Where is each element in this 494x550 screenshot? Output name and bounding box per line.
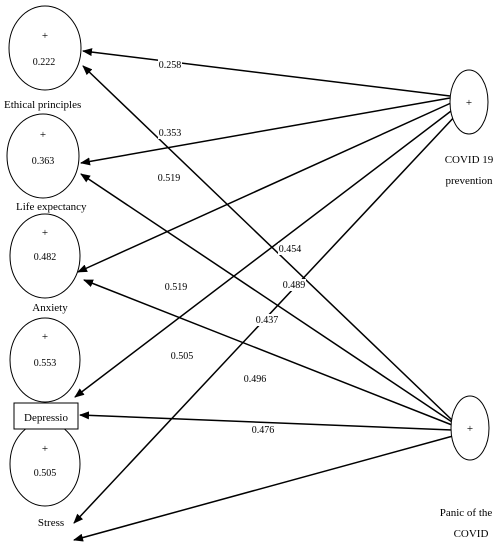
edge-panic-anxiety bbox=[83, 279, 453, 426]
coef-covid-anxiety: 0.454 bbox=[279, 244, 302, 255]
depression-plus: + bbox=[42, 331, 48, 343]
coef-panic-stress: 0.519 bbox=[165, 282, 188, 293]
edge-panic-ethical bbox=[82, 65, 453, 421]
ethical-r2-value: 0.222 bbox=[33, 57, 56, 68]
panic-plus: + bbox=[467, 423, 473, 435]
edge-covid-ethical bbox=[82, 48, 451, 97]
stress-label: Stress bbox=[38, 517, 64, 529]
anxiety-label: Anxiety bbox=[32, 302, 68, 314]
edge-covid-life bbox=[80, 97, 451, 166]
coef-covid-depression: 0.505 bbox=[171, 351, 194, 362]
node-ethical-principles: + 0.222 Ethical principles bbox=[4, 5, 82, 111]
panic-label-line1: Panic of the bbox=[440, 507, 493, 519]
life-r2-value: 0.363 bbox=[32, 156, 55, 167]
anxiety-plus: + bbox=[42, 227, 48, 239]
covid-label-line1: COVID 19 bbox=[445, 154, 494, 166]
ethical-plus: + bbox=[42, 30, 48, 42]
coef-panic-ethical: 0.353 bbox=[159, 128, 182, 139]
coef-covid-life: 0.519 bbox=[158, 173, 181, 184]
covid-label-line2: prevention bbox=[445, 175, 493, 187]
edge-panic-depression bbox=[79, 411, 453, 431]
coef-panic-anxiety: 0.496 bbox=[244, 374, 267, 385]
coef-covid-ethical: 0.258 bbox=[159, 60, 182, 71]
coef-panic-depression: 0.476 bbox=[252, 425, 275, 436]
coef-covid-stress: 0.437 bbox=[256, 315, 279, 326]
life-label: Life expectancy bbox=[16, 201, 87, 213]
node-depression: + 0.553 bbox=[9, 317, 81, 403]
edge-panic-stress bbox=[73, 435, 454, 542]
ethical-label: Ethical principles bbox=[4, 99, 81, 111]
node-life-expectancy: + 0.363 Life expectancy bbox=[6, 113, 87, 213]
life-plus: + bbox=[40, 129, 46, 141]
covid-plus: + bbox=[466, 97, 472, 109]
anxiety-r2-value: 0.482 bbox=[34, 252, 57, 263]
edge-covid-depression bbox=[74, 107, 456, 398]
edges bbox=[73, 48, 458, 542]
depression-r2-value: 0.553 bbox=[34, 358, 57, 369]
edge-panic-life bbox=[80, 173, 453, 423]
stress-r2-value: 0.505 bbox=[34, 468, 57, 479]
node-covid-prevention: + COVID 19 prevention bbox=[445, 69, 494, 187]
coef-panic-life: 0.489 bbox=[283, 280, 306, 291]
edge-covid-anxiety bbox=[77, 102, 452, 273]
node-anxiety: + 0.482 Anxiety bbox=[9, 213, 81, 314]
depression-label: Depressio bbox=[24, 412, 68, 424]
depression-label-box: Depressio bbox=[13, 402, 79, 430]
node-stress: + 0.505 Stress bbox=[9, 421, 81, 529]
panic-label-line2: COVID bbox=[454, 528, 489, 540]
node-panic-of-covid: + Panic of the COVID bbox=[440, 395, 493, 540]
stress-plus: + bbox=[42, 443, 48, 455]
coefficients: 0.258 0.353 0.519 0.489 0.454 0.496 0.50… bbox=[157, 59, 306, 436]
